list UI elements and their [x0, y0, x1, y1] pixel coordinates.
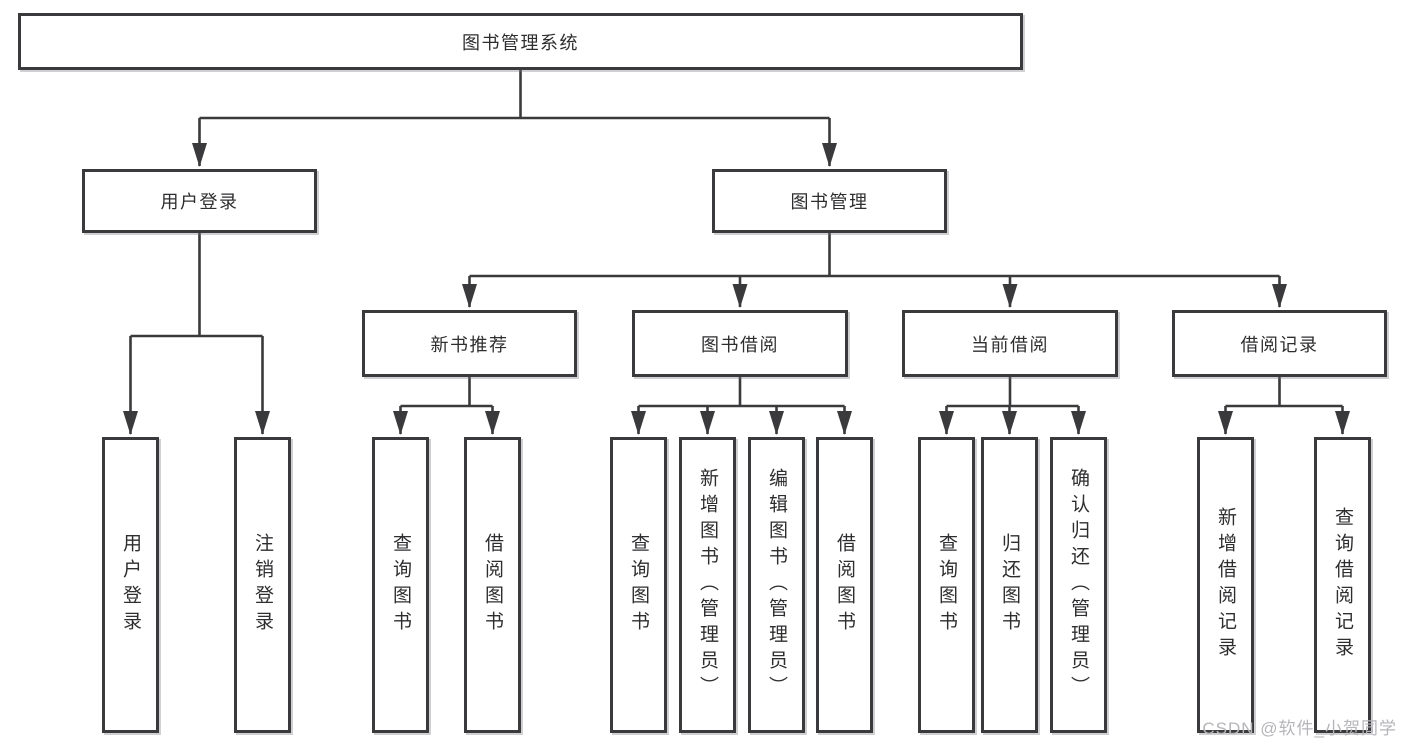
node-root-label: 图书管理系统 [462, 32, 579, 53]
leaf-logout-label: 注销登录 [252, 533, 273, 637]
node-book-borrowing: 图书借阅 [632, 310, 848, 377]
node-book-management-label: 图书管理 [790, 192, 869, 212]
leaf-borrowing-query-book: 查询图书 [610, 437, 667, 733]
node-book-borrowing-label: 图书借阅 [701, 334, 779, 355]
leaf-current-return-book: 归还图书 [981, 437, 1038, 733]
node-borrowing-records-label: 借阅记录 [1240, 334, 1319, 355]
leaf-records-add-record: 新增借阅记录 [1197, 437, 1254, 733]
leaf-records-add-record-label: 新增借阅记录 [1215, 507, 1236, 663]
leaf-borrowing-query-book-label: 查询图书 [628, 533, 649, 637]
node-user-login-label: 用户登录 [160, 192, 239, 212]
leaf-recommend-query-book: 查询图书 [372, 437, 429, 733]
node-current-borrowing: 当前借阅 [902, 310, 1118, 377]
leaf-recommend-borrow-book: 借阅图书 [464, 437, 521, 733]
leaf-current-query-book-label: 查询图书 [936, 533, 957, 637]
leaf-borrowing-edit-book-admin-label: 编辑图书（管理员） [766, 468, 787, 702]
node-new-book-recommend: 新书推荐 [362, 310, 577, 377]
node-root-library-system: 图书管理系统 [18, 13, 1023, 70]
node-borrowing-records: 借阅记录 [1172, 310, 1387, 377]
leaf-current-return-book-label: 归还图书 [999, 533, 1020, 637]
leaf-records-query-record: 查询借阅记录 [1314, 437, 1371, 733]
node-book-management: 图书管理 [712, 169, 947, 233]
node-user-login: 用户登录 [82, 169, 317, 233]
leaf-recommend-query-book-label: 查询图书 [390, 533, 411, 637]
leaf-records-query-record-label: 查询借阅记录 [1332, 507, 1353, 663]
node-current-borrowing-label: 当前借阅 [971, 334, 1049, 355]
leaf-borrowing-add-book-admin-label: 新增图书（管理员） [697, 468, 718, 702]
leaf-current-confirm-return-admin: 确认归还（管理员） [1050, 437, 1107, 733]
leaf-user-login: 用户登录 [102, 437, 159, 733]
leaf-borrowing-borrow-book-label: 借阅图书 [834, 533, 855, 637]
leaf-logout: 注销登录 [234, 437, 291, 733]
leaf-current-confirm-return-admin-label: 确认归还（管理员） [1068, 468, 1089, 702]
leaf-borrowing-add-book-admin: 新增图书（管理员） [679, 437, 736, 733]
node-new-book-recommend-label: 新书推荐 [430, 334, 509, 355]
leaf-recommend-borrow-book-label: 借阅图书 [482, 533, 503, 637]
leaf-borrowing-borrow-book: 借阅图书 [816, 437, 873, 733]
leaf-user-login-label: 用户登录 [120, 533, 141, 637]
leaf-current-query-book: 查询图书 [918, 437, 975, 733]
leaf-borrowing-edit-book-admin: 编辑图书（管理员） [748, 437, 805, 733]
csdn-watermark: CSDN @软件_小贺同学 [1202, 719, 1397, 738]
